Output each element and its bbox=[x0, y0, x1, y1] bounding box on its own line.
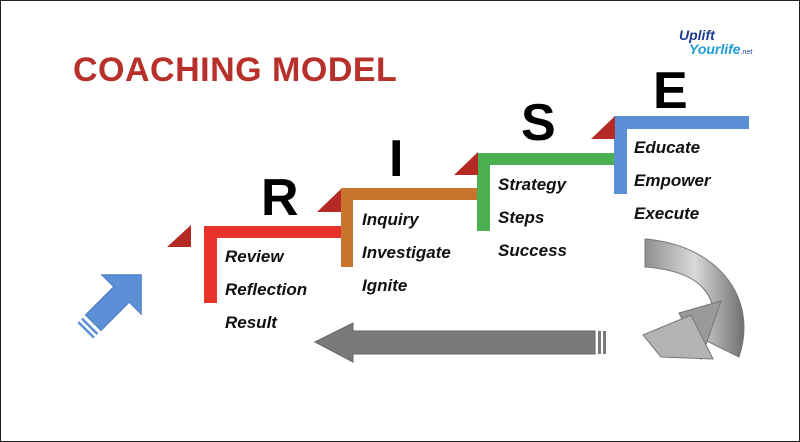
step-i-letter: I bbox=[389, 130, 404, 188]
step-s-bar bbox=[477, 153, 621, 231]
step-e-bar bbox=[614, 116, 749, 194]
step-r-words: Review Reflection Result bbox=[225, 240, 307, 339]
blue-up-arrow bbox=[77, 274, 142, 339]
step-e-letter: E bbox=[653, 62, 688, 120]
step-e-word-3: Execute bbox=[634, 204, 700, 223]
gray-left-arrow bbox=[313, 322, 606, 363]
step-s-word-1: Strategy bbox=[498, 175, 567, 194]
step-s-letter: S bbox=[521, 94, 556, 152]
step-i-words: Inquiry Investigate Ignite bbox=[362, 203, 451, 302]
step-i-word-2: Investigate bbox=[362, 243, 451, 262]
uplift-yourlife-logo: Uplift Yourlife.net bbox=[669, 27, 753, 67]
step-s-word-3: Success bbox=[498, 241, 567, 260]
step-i-word-3: Ignite bbox=[362, 276, 408, 295]
step-e-words: Educate Empower Execute bbox=[634, 131, 711, 230]
step-e-word-1: Educate bbox=[634, 138, 701, 157]
step-r-word-2: Reflection bbox=[225, 280, 308, 299]
logo-text-top: Uplift bbox=[679, 27, 715, 43]
logo-text-bottom: Yourlife.net bbox=[689, 41, 753, 57]
step-r-bar bbox=[204, 226, 348, 303]
step-s-words: Strategy Steps Success bbox=[498, 168, 567, 267]
step-r-word-1: Review bbox=[225, 247, 284, 266]
step-r-triangle bbox=[167, 225, 191, 247]
gray-curved-arrow bbox=[642, 238, 745, 361]
step-r-word-3: Result bbox=[225, 313, 277, 332]
step-e-word-2: Empower bbox=[634, 171, 711, 190]
step-i-bar bbox=[341, 188, 486, 267]
step-e-triangle bbox=[591, 116, 615, 139]
step-i-word-1: Inquiry bbox=[362, 210, 419, 229]
step-s-word-2: Steps bbox=[498, 208, 545, 227]
step-r-letter: R bbox=[261, 169, 299, 227]
slide-title: COACHING MODEL bbox=[73, 51, 398, 89]
step-i-triangle bbox=[317, 189, 341, 212]
step-s-triangle bbox=[454, 152, 478, 175]
